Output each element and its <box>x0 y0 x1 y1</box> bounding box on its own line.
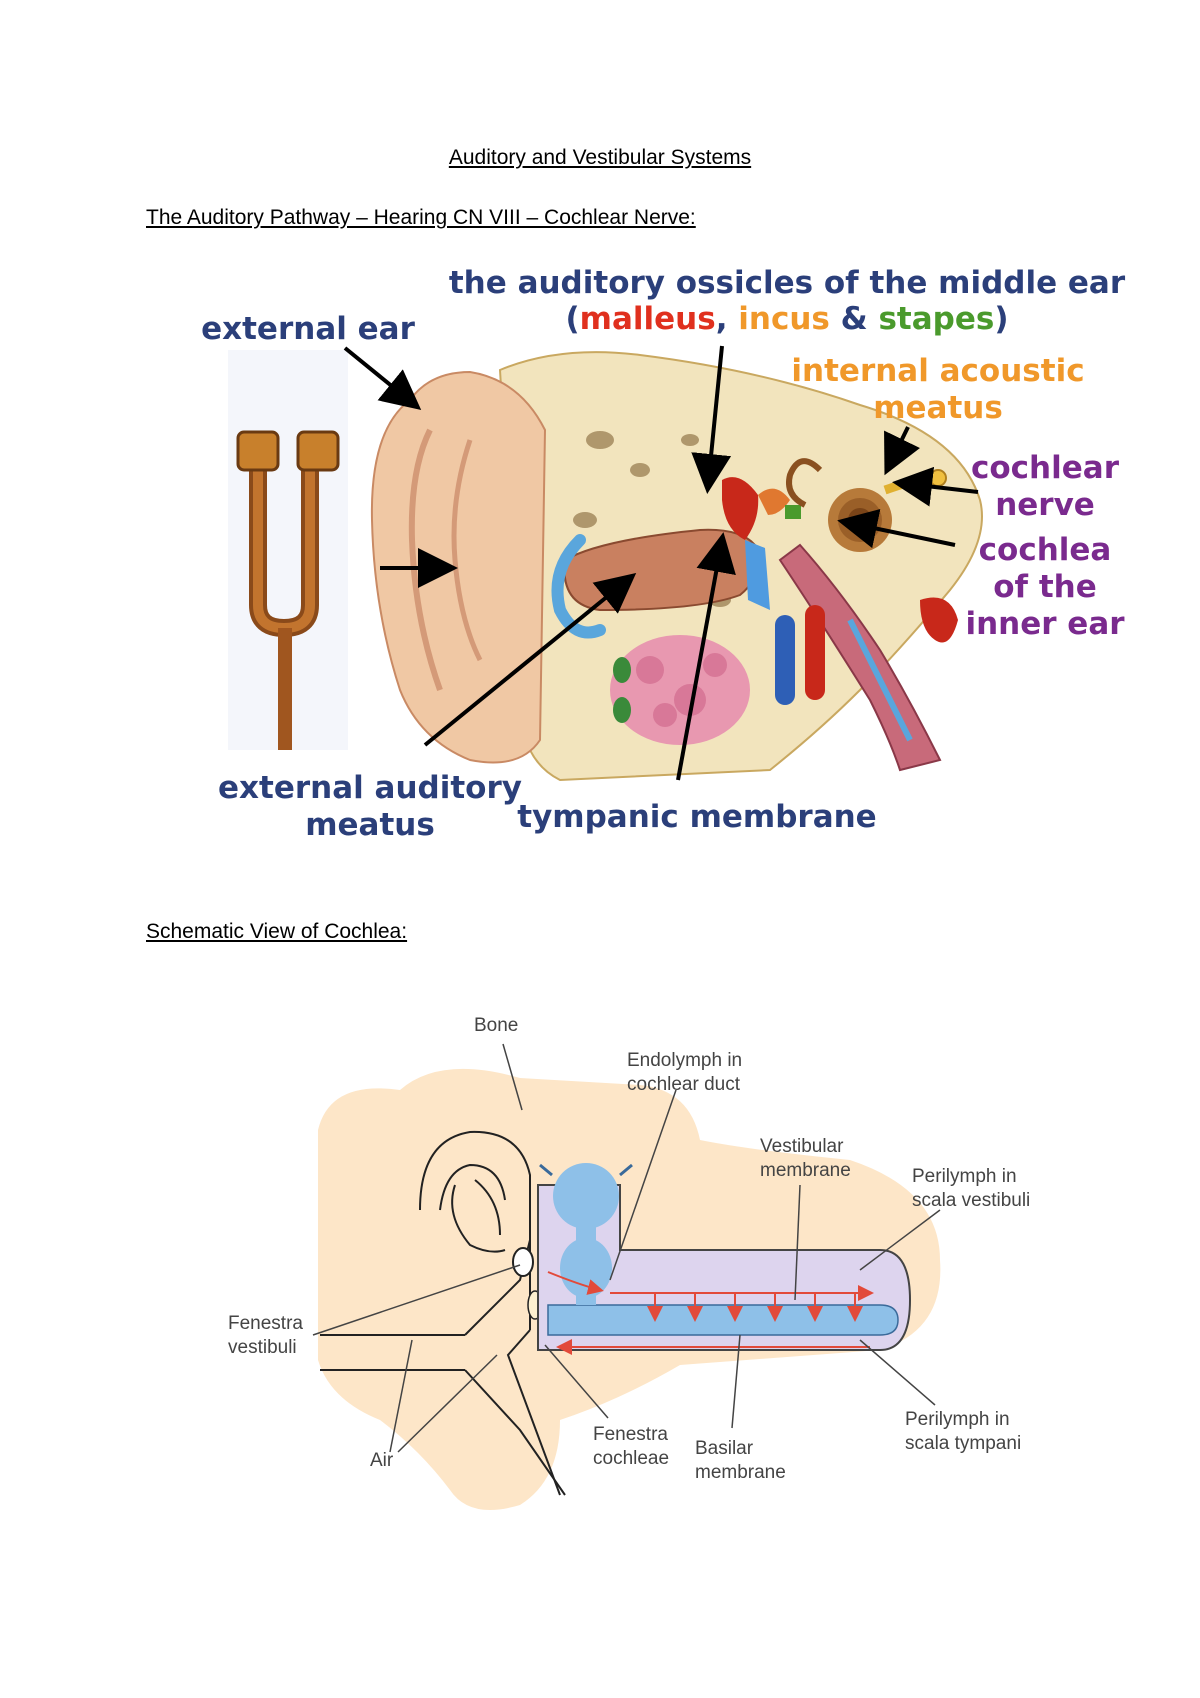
label-external-ear: external ear <box>201 311 416 347</box>
label-comma: , <box>716 301 739 337</box>
label-cochlea-line2: of the <box>993 569 1097 605</box>
section-heading-cochlea-schematic: Schematic View of Cochlea: <box>146 920 408 943</box>
label-fenestra-cochleae-line2: cochleae <box>593 1448 669 1469</box>
label-open-paren: ( <box>565 301 579 337</box>
label-bone: Bone <box>474 1015 518 1036</box>
label-perilymph-tympani-line2: scala tympani <box>905 1433 1021 1454</box>
label-endolymph-line2: cochlear duct <box>627 1074 741 1095</box>
document-title: Auditory and Vestibular Systems <box>448 146 752 169</box>
label-internal-acoustic-line1: internal acoustic <box>791 353 1084 389</box>
section-heading-auditory-pathway: The Auditory Pathway – Hearing CN VIII –… <box>146 206 696 229</box>
label-auditory-ossicles: the auditory ossicles of the middle ear <box>449 265 1126 301</box>
label-ampersand: & <box>830 301 879 337</box>
label-incus: incus <box>738 301 830 337</box>
label-cochlea-line1: cochlea <box>979 532 1112 568</box>
label-external-auditory-meatus-line2: meatus <box>305 807 435 843</box>
label-ossicles-list: (malleus, incus & stapes) <box>565 301 1008 337</box>
label-cochlear-nerve-line2: nerve <box>995 487 1095 523</box>
label-external-auditory-meatus-line1: external auditory <box>218 770 522 806</box>
label-perilymph-tympani-line1: Perilymph in <box>905 1409 1010 1430</box>
label-fenestra-vestibuli-line1: Fenestra <box>228 1313 303 1334</box>
cochlea-schematic: Bone Endolymph in cochlear duct Vestibul… <box>228 1015 1030 1510</box>
label-perilymph-vestibuli-line1: Perilymph in <box>912 1166 1017 1187</box>
label-vestibular-membrane-line2: membrane <box>760 1160 851 1181</box>
label-basilar-membrane-line2: membrane <box>695 1462 786 1483</box>
label-stapes: stapes <box>878 301 994 337</box>
label-close-paren: ) <box>994 301 1008 337</box>
ear-label-arrows <box>343 345 979 781</box>
label-tympanic-membrane: tympanic membrane <box>517 799 876 835</box>
label-endolymph-line1: Endolymph in <box>627 1050 742 1071</box>
label-vestibular-membrane-line1: Vestibular <box>760 1136 844 1157</box>
label-cochlear-nerve-line1: cochlear <box>971 450 1120 486</box>
label-internal-acoustic-line2: meatus <box>873 390 1003 426</box>
label-malleus: malleus <box>580 301 716 337</box>
tuning-fork-illustration <box>228 350 348 750</box>
label-perilymph-vestibuli-line2: scala vestibuli <box>912 1190 1030 1211</box>
gland-tissue <box>610 635 750 745</box>
label-cochlea-line3: inner ear <box>965 606 1125 642</box>
label-fenestra-vestibuli-line2: vestibuli <box>228 1337 297 1358</box>
label-basilar-membrane-line1: Basilar <box>695 1438 754 1459</box>
label-air: Air <box>370 1450 394 1471</box>
label-fenestra-cochleae-line1: Fenestra <box>593 1424 668 1445</box>
